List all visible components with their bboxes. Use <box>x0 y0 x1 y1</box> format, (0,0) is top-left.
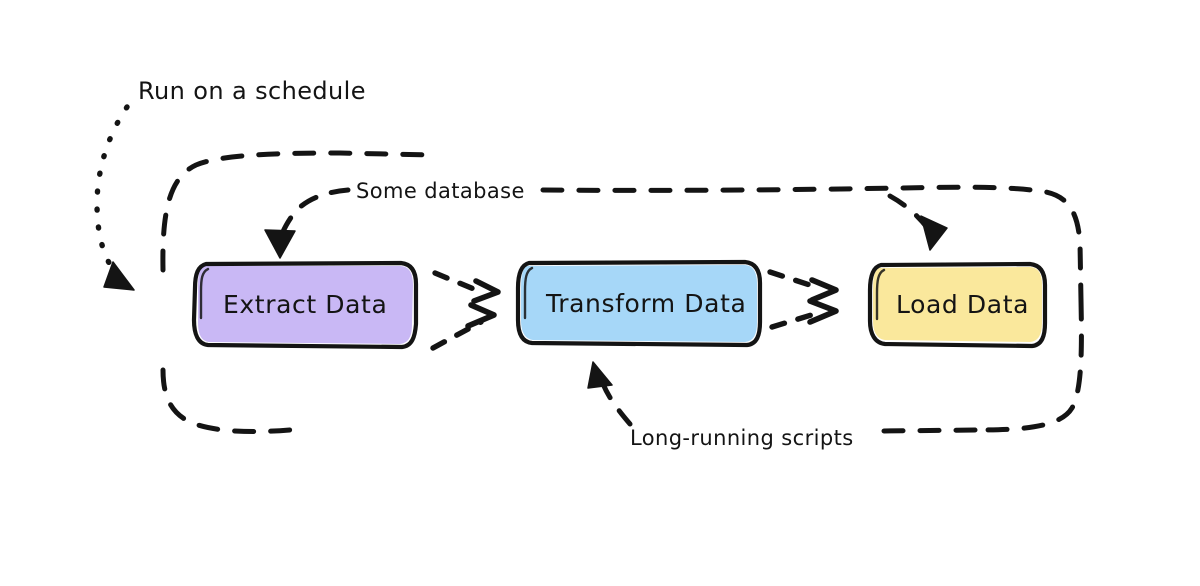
load-box-outline <box>867 261 1048 349</box>
extract-box-outline-inner <box>199 267 210 320</box>
schedule-arrowhead <box>103 261 135 291</box>
pipeline-loop-boundary <box>160 150 1084 435</box>
load-inbound-arrowhead <box>920 215 948 251</box>
extract-to-transform-arrows <box>430 270 501 351</box>
scripts-arrowhead <box>587 361 613 389</box>
transform-label: Transform Data <box>545 289 746 318</box>
transform-to-load-arrows <box>767 269 839 330</box>
extract-box-fill <box>198 266 413 344</box>
transform-box-outline <box>515 259 763 348</box>
database-connector <box>264 187 351 259</box>
transform-box-fill <box>521 265 757 342</box>
schedule-connector <box>94 104 135 291</box>
node-transform-data[interactable]: Transform Data <box>515 259 763 348</box>
database-label: Some database <box>356 179 525 203</box>
scripts-label: Long-running scripts <box>630 426 854 450</box>
extract-label: Extract Data <box>223 290 387 319</box>
schedule-label: Run on a schedule <box>138 77 366 105</box>
database-arrowhead <box>264 229 296 259</box>
transform-box-outline-inner <box>523 266 534 320</box>
load-box-fill <box>873 267 1042 342</box>
scripts-connector <box>587 361 633 427</box>
node-extract-data[interactable]: Extract Data <box>191 260 419 350</box>
load-label: Load Data <box>896 290 1029 319</box>
extract-box-outline <box>191 260 419 350</box>
node-load-data[interactable]: Load Data <box>867 261 1048 349</box>
database-to-load-arrowhead-group <box>887 193 948 251</box>
load-box-outline-inner <box>875 268 886 321</box>
